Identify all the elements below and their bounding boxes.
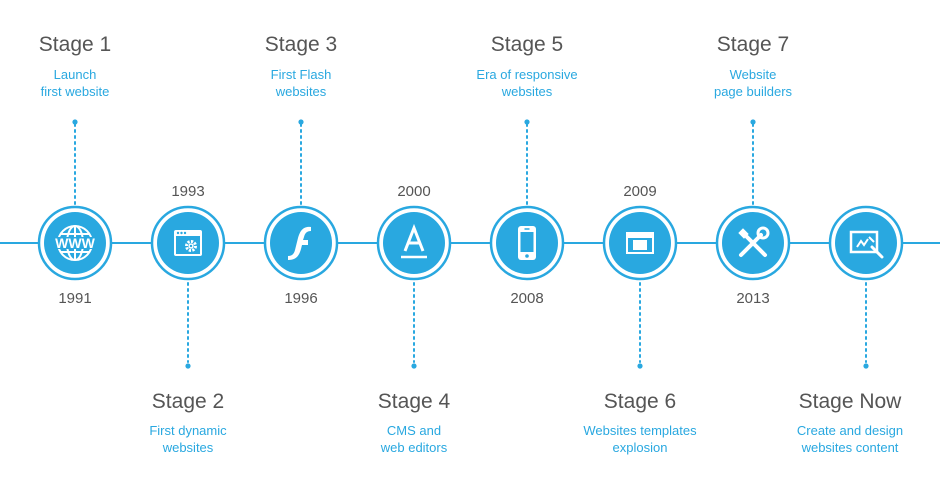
stage-2-year: 1993	[171, 183, 205, 200]
tools-icon	[738, 226, 770, 257]
connectors	[74, 123, 867, 363]
stage-5-year: 2008	[510, 290, 544, 307]
stage-6-year: 2009	[623, 183, 657, 200]
stage-7-year: 2013	[736, 290, 770, 307]
stage-3-title: Stage 3	[264, 33, 338, 56]
stage-3-year: 1996	[284, 290, 318, 307]
stage-now-title: Stage Now	[798, 390, 902, 413]
design-canvas-icon	[849, 230, 884, 259]
flash-icon	[288, 226, 311, 260]
connector-end-dots	[72, 119, 869, 369]
stage-4-year: 2000	[397, 183, 431, 200]
font-a-icon	[401, 223, 427, 259]
www-globe-icon: WWW	[53, 225, 97, 261]
stage-6-title: Stage 6	[603, 390, 677, 413]
stage-7-title: Stage 7	[716, 33, 790, 56]
stage-1-year: 1991	[58, 290, 92, 307]
browser-gear-icon	[174, 230, 202, 256]
stage-1-title: Stage 1	[38, 33, 112, 56]
template-layout-icon	[626, 232, 654, 254]
stage-4-title: Stage 4	[377, 390, 451, 413]
stage-5-title: Stage 5	[490, 33, 564, 56]
stage-2-title: Stage 2	[151, 390, 225, 413]
svg-text:WWW: WWW	[55, 235, 95, 251]
smartphone-icon	[518, 226, 536, 260]
